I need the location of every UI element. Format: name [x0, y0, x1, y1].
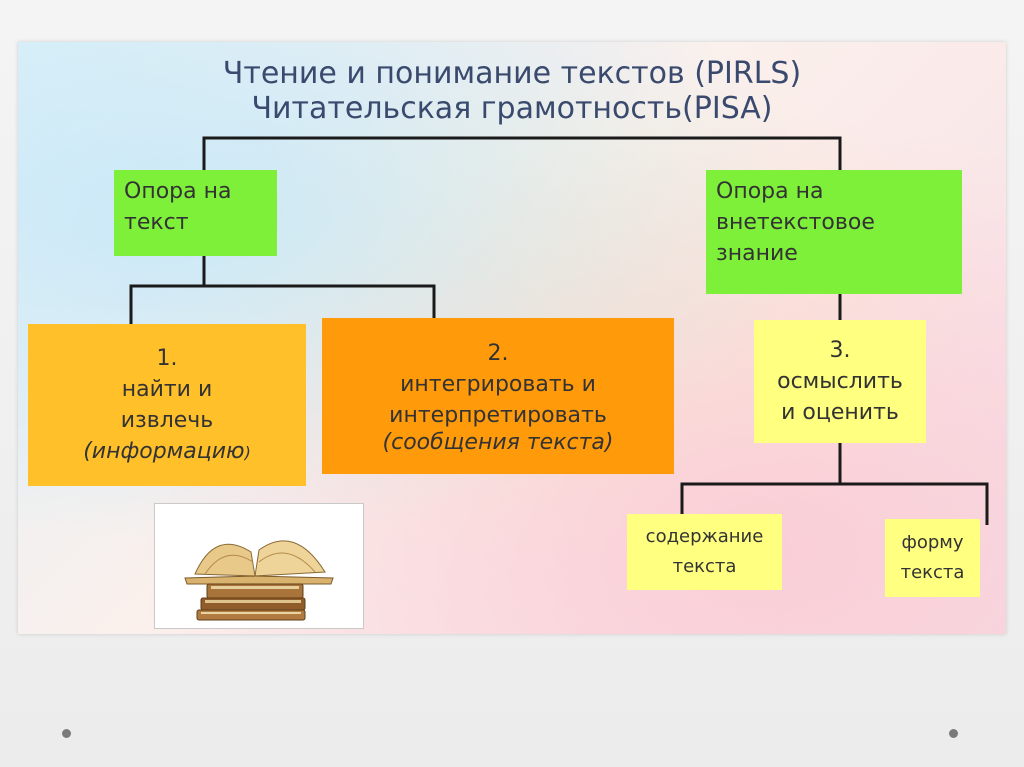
skill-find-line2: извлечь: [120, 407, 214, 433]
skill-find-line1: найти и: [121, 376, 213, 402]
stack-of-books-icon: [184, 540, 334, 621]
branch-outside-knowledge-line2: внетекстовое: [716, 210, 875, 235]
target-form-line1: форму: [901, 532, 964, 553]
skill-evaluate-number: 3.: [829, 338, 851, 363]
skill-find-note-text: (информацию: [83, 438, 245, 464]
target-content-line1: содержание: [645, 526, 764, 547]
branch-text-based-line2: текст: [124, 210, 189, 235]
skill-find-number: 1.: [156, 345, 178, 371]
branch-text-based-line1: Опора на: [124, 179, 232, 204]
title-line-pisa: Читательская грамотность(PISA): [251, 91, 773, 126]
branch-outside-knowledge: Опора на внетекстовое знание: [706, 170, 962, 294]
skill-integrate-line1: интегрировать и: [400, 371, 596, 397]
skill-evaluate-line2: и оценить: [781, 400, 899, 425]
title-line-pirls: Чтение и понимание текстов (PIRLS): [222, 56, 802, 91]
target-form-line2: текста: [900, 562, 965, 583]
target-form-box: форму текста: [885, 519, 980, 597]
skill-find-note-end: ): [244, 442, 251, 462]
skill-integrate-number: 2.: [487, 340, 509, 366]
branch-text-based: Опора на текст: [114, 170, 277, 256]
skill-integrate-note: (сообщения текста): [382, 429, 614, 455]
skill-integrate-box: 2. интегрировать и интерпретировать (соо…: [322, 318, 674, 474]
target-content-line2: текста: [672, 556, 737, 577]
skill-find-box: 1. найти и извлечь (информацию): [28, 324, 306, 486]
target-content-box: содержание текста: [627, 514, 782, 590]
nav-left-dot-icon[interactable]: [62, 729, 71, 738]
skill-find-note: (информацию): [83, 436, 251, 468]
nav-right-dot-icon[interactable]: [949, 729, 958, 738]
branch-outside-knowledge-line1: Опора на: [716, 179, 824, 204]
books-picture: [154, 503, 364, 629]
skill-evaluate-line1: осмыслить: [777, 369, 903, 394]
branch-outside-knowledge-line3: знание: [716, 241, 798, 266]
skill-evaluate-box: 3. осмыслить и оценить: [754, 320, 926, 443]
skill-integrate-line2: интерпретировать: [389, 402, 607, 428]
